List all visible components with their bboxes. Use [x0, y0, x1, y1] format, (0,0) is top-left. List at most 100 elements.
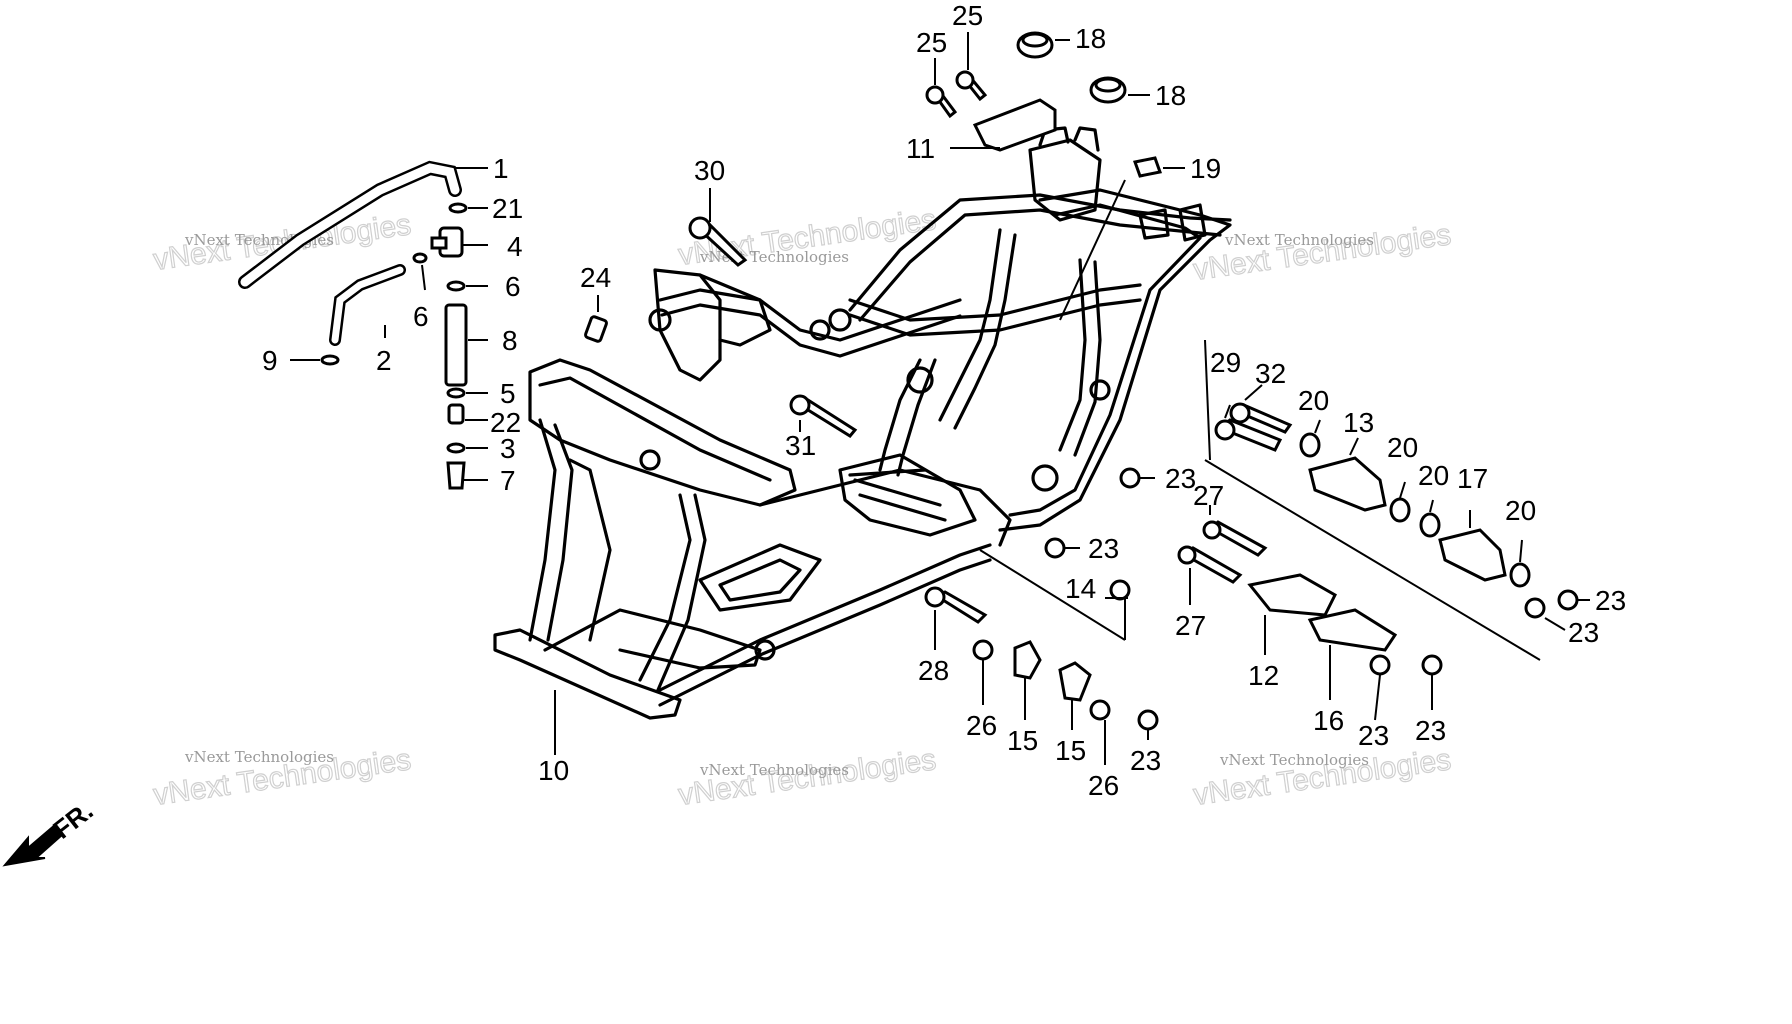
- callout-31: 31: [785, 430, 816, 461]
- callout-32: 32: [1255, 358, 1286, 389]
- nut-23: [1119, 467, 1141, 489]
- cap-7: [446, 461, 466, 490]
- callout-28: 28: [918, 655, 949, 686]
- callout-16: 16: [1313, 705, 1344, 736]
- frame-upper-main-tube-right: [848, 193, 1232, 312]
- callout-23: 23: [1568, 617, 1599, 648]
- frame-steering-head-gusset: [698, 273, 772, 347]
- bracket-16: [1307, 608, 1398, 652]
- frame-lower-rail-left-2: [658, 558, 992, 707]
- front-direction-indicator: FR.: [2, 795, 99, 867]
- callout-23: 23: [1415, 715, 1446, 746]
- leader-lines: [290, 32, 1590, 765]
- front-arrow-icon: [2, 823, 64, 867]
- callout-19: 19: [1190, 153, 1221, 184]
- callout-6: 6: [505, 271, 521, 302]
- small-parts: [584, 31, 1162, 731]
- callout-17: 17: [1457, 463, 1488, 494]
- frame-front-bottom-cross-2: [543, 608, 762, 670]
- callout-23: 23: [1088, 533, 1119, 564]
- frame-front-bottom-cross: [493, 628, 682, 720]
- clip-6: [412, 252, 428, 264]
- frame-lower-rail-left: [658, 543, 992, 692]
- callout-12: 12: [1248, 660, 1279, 691]
- watermark-small: vNext Technologies: [184, 748, 334, 766]
- fitting-22: [447, 403, 465, 425]
- callout-22: 22: [490, 407, 521, 438]
- frame-center-tube-2: [896, 358, 937, 477]
- callout-9: 9: [262, 345, 278, 376]
- plate-15: [1013, 640, 1042, 680]
- frame-upper-main-tube-left-2: [660, 303, 962, 358]
- frame-cross-tube-center-2: [848, 298, 1142, 337]
- callout-21: 21: [492, 193, 523, 224]
- frame-front-cradle: [528, 358, 797, 507]
- frame-front-upper-bar: [538, 376, 772, 482]
- frame-front-down-tube-right: [638, 493, 692, 682]
- main-frame: [493, 126, 1232, 720]
- callout-27: 27: [1193, 480, 1224, 511]
- watermark-large: vNext Technologies: [1191, 218, 1453, 287]
- bolt-26: [1089, 699, 1111, 721]
- callout-7: 7: [500, 465, 516, 496]
- watermark-small: vNext Technologies: [699, 761, 849, 779]
- callout-24: 24: [580, 262, 611, 293]
- callout-18: 18: [1155, 80, 1186, 111]
- frame-center-tube-3: [938, 228, 1002, 422]
- clip-3: [446, 442, 466, 454]
- callout-6: 6: [413, 301, 429, 332]
- label-19: [1133, 156, 1162, 178]
- frame-steering-head: [653, 268, 722, 382]
- callout-3: 3: [500, 433, 516, 464]
- callout-29: 29: [1210, 347, 1241, 378]
- washer-20: [1389, 497, 1411, 523]
- callout-20: 20: [1505, 495, 1536, 526]
- assembly-guide-line: [1204, 459, 1541, 661]
- frame-boss: [906, 366, 934, 394]
- nut-23: [1137, 709, 1159, 731]
- callout-4: 4: [507, 231, 523, 262]
- washer-20: [1419, 512, 1441, 538]
- nut-23: [1524, 597, 1546, 619]
- frame-boss: [754, 639, 776, 661]
- frame-cross-tube-center: [848, 283, 1142, 322]
- callout-14: 14: [1065, 573, 1096, 604]
- frame-boss: [639, 449, 661, 471]
- frame-rear-bracket: [1138, 203, 1207, 242]
- breather-hose-group: [238, 160, 468, 490]
- pin-24: [584, 315, 608, 343]
- washer-20: [1509, 562, 1531, 588]
- callout-20: 20: [1418, 460, 1449, 491]
- frame-front-down-tube-left: [528, 418, 557, 642]
- clip-6: [446, 280, 466, 292]
- frame-boss: [828, 308, 852, 332]
- frame-front-down-tube-mid: [568, 458, 612, 642]
- watermark-small: vNext Technologies: [1224, 231, 1374, 249]
- nut-23: [1044, 537, 1066, 559]
- bracket-17: [1438, 528, 1507, 582]
- frame-lower-rail-right: [758, 468, 1012, 547]
- frame-center-tube-1: [878, 358, 922, 472]
- frame-boss: [1089, 379, 1111, 401]
- bracket-13: [1308, 456, 1387, 512]
- callout-15: 15: [1055, 735, 1086, 766]
- bolt-14: [1109, 579, 1131, 601]
- frame-skid-plate: [698, 543, 822, 612]
- callout-8: 8: [502, 325, 518, 356]
- callout-25: 25: [952, 0, 983, 31]
- callout-10: 10: [538, 755, 569, 786]
- frame-engine-mount: [838, 453, 977, 537]
- frame-engine-mount-ribs: [848, 468, 947, 522]
- frame-boss: [648, 308, 672, 332]
- watermark-small: vNext Technologies: [1219, 751, 1369, 769]
- callout-25: 25: [916, 27, 947, 58]
- callout-20: 20: [1387, 432, 1418, 463]
- bracket-11: [972, 98, 1057, 152]
- washer-20: [1299, 432, 1321, 458]
- engine-mount-assembly: [1177, 339, 1579, 676]
- callout-2: 2: [376, 345, 392, 376]
- frame-seat-rail-inner: [1008, 203, 1202, 517]
- callout-26: 26: [1088, 770, 1119, 801]
- bracket-12: [1247, 573, 1337, 617]
